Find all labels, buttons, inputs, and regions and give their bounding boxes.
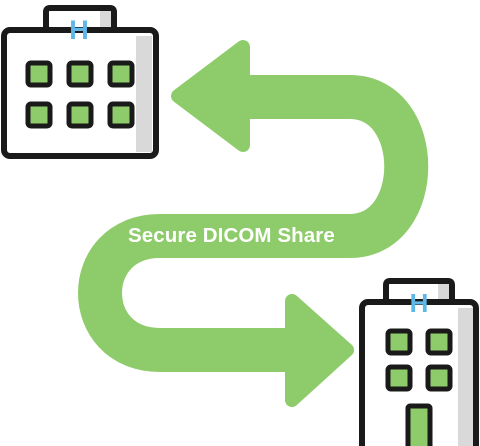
window (385, 364, 413, 392)
window (425, 364, 453, 392)
window (25, 101, 53, 129)
arrow-body (78, 75, 429, 372)
hospital-body-shade (136, 36, 152, 152)
window (425, 328, 453, 356)
hospital-sign: H (69, 15, 89, 45)
hospital-door (405, 403, 433, 446)
curved-arrow-icon (78, 40, 429, 407)
arrow-head-left (171, 40, 250, 152)
arrow-head-right (285, 294, 354, 407)
window (385, 328, 413, 356)
hospital-tower (43, 5, 117, 30)
hospital-building-icon: H (1, 5, 159, 159)
hospital-body-shade (458, 308, 473, 446)
diagram-label: Secure DICOM Share (128, 224, 335, 247)
hospital-building-icon: H (359, 278, 479, 446)
hospital-sign: H (410, 288, 429, 318)
hospital-tower (383, 278, 455, 302)
top-hospital: H (1, 5, 159, 159)
hospital-tower-shade (100, 11, 111, 30)
hospital-body (1, 27, 159, 159)
window (107, 60, 135, 88)
window (25, 60, 53, 88)
window (66, 101, 94, 129)
window (107, 101, 135, 129)
bottom-hospital: H (359, 278, 479, 446)
hospital-tower-shade (438, 284, 449, 302)
window (66, 60, 94, 88)
